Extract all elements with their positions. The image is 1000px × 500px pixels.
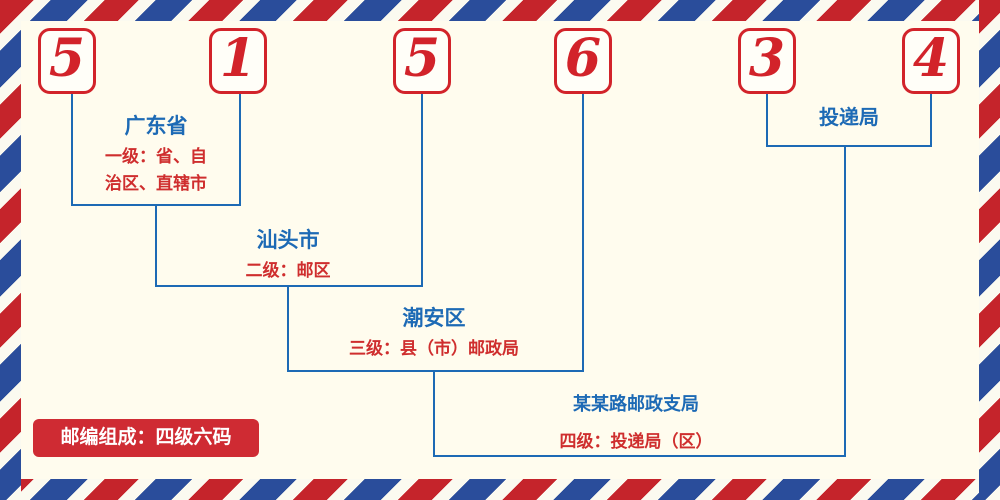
composition-badge: 邮编组成：四级六码 [33,419,259,457]
level4-desc: 四级：投递局（区） [559,431,713,451]
postal-digit-5: 3 [748,28,786,89]
level2-label-group: 汕头市 二级：邮区 [192,228,384,284]
level3-name: 潮安区 [402,307,466,330]
connector-level4 [433,146,846,457]
delivery-office-name: 投递局 [819,107,879,129]
airmail-border-right [979,0,1000,500]
postal-digit-box-6: 4 [902,28,960,94]
level3-desc: 三级：县（市）邮政局 [349,339,519,359]
postal-digit-box-3: 5 [393,28,451,94]
level2-desc: 二级：邮区 [245,261,331,281]
connector-delivery [766,94,932,147]
delivery-office-label-group: 投递局 [759,106,939,131]
postal-digit-3: 5 [403,28,441,89]
level3-label-group: 潮安区 三级：县（市）邮政局 [314,306,554,362]
airmail-border-left [0,0,21,500]
level2-name: 汕头市 [256,229,320,252]
postal-digit-6: 4 [912,28,950,89]
level1-label-group: 广东省 一级：省、自 治区、直辖市 [60,114,252,197]
level4-label-group: 某某路邮政支局 四级：投递局（区） [516,393,756,455]
level1-desc-line2: 治区、直辖市 [105,174,207,194]
airmail-border-bottom [0,479,1000,500]
level4-name: 某某路邮政支局 [573,394,699,414]
postal-digit-box-5: 3 [738,28,796,94]
level1-desc: 一级：省、自 治区、直辖市 [60,143,252,197]
airmail-border-top [0,0,1000,21]
postal-digit-2: 1 [219,28,257,89]
postal-digit-4: 6 [564,28,602,89]
level1-name: 广东省 [124,115,188,138]
level1-desc-line1: 一级：省、自 [105,147,207,167]
postal-digit-box-2: 1 [209,28,267,94]
connector-level3 [287,94,584,372]
postal-digit-box-4: 6 [554,28,612,94]
postal-digit-box-1: 5 [38,28,96,94]
postal-digit-1: 5 [48,28,86,89]
